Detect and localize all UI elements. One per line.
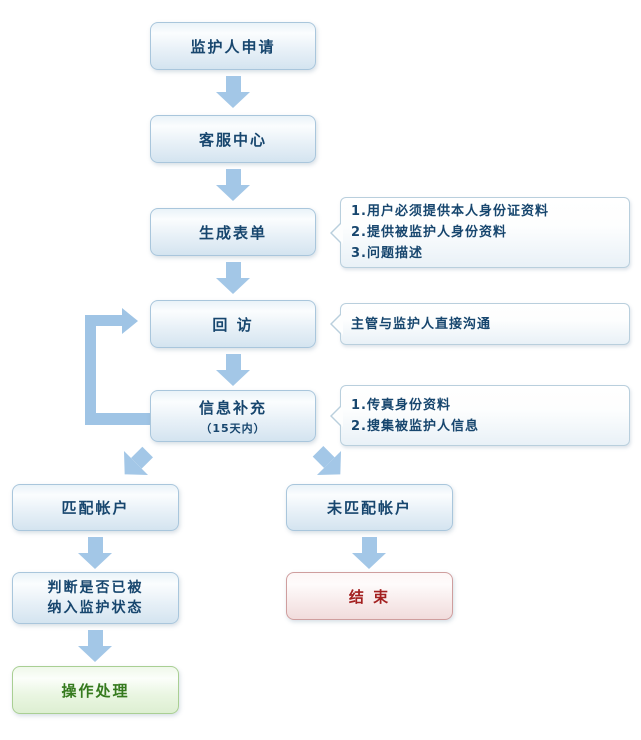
callout-form-note-line: 2.提供被监护人身份资料 [351,225,507,240]
node-generate-form: 生成表单 [150,208,316,256]
node-operation: 操作处理 [12,666,179,714]
loop-back-arrow-icon [85,308,150,426]
node-guardian-apply: 监护人申请 [150,22,316,70]
arrow-down-left-icon [112,440,160,487]
callout-supplement-note: 1.传真身份资料 2.搜集被监护人信息 [330,385,630,446]
node-judge-status-line: 判断是否已被 [47,580,144,596]
arrow-down-icon [216,76,250,108]
node-operation-label: 操作处理 [61,681,130,700]
node-info-supplement-sublabel: （15天内） [200,421,266,435]
node-matched-account: 匹配帐户 [12,484,179,531]
callout-form-note-line: 3.问题描述 [351,246,423,261]
node-guardian-apply-label: 监护人申请 [190,37,276,56]
node-service-center: 客服中心 [150,115,316,163]
arrow-down-icon [352,537,386,569]
node-info-supplement: 信息补充 （15天内） [150,390,316,442]
node-callback-label: 回 访 [212,315,254,334]
node-unmatched-account: 未匹配帐户 [286,484,453,531]
callout-supplement-note-line: 1.传真身份资料 [351,397,451,413]
arrow-down-icon [216,262,250,294]
arrow-down-icon [216,354,250,386]
node-unmatched-account-label: 未匹配帐户 [326,499,412,517]
arrow-down-right-icon [306,440,353,487]
callout-callback-note-line: 主管与监护人直接沟通 [351,316,492,332]
node-generate-form-label: 生成表单 [198,223,267,242]
arrow-down-icon [78,630,112,662]
arrow-down-icon [78,537,112,569]
node-end-label: 结 束 [348,587,391,606]
node-judge-status-line: 纳入监护状态 [47,600,144,616]
node-matched-account-label: 匹配帐户 [61,499,130,517]
node-judge-status: 判断是否已被 纳入监护状态 [12,572,179,624]
node-end: 结 束 [286,572,453,620]
callout-form-note-line: 1.用户必须提供本人身份证资料 [351,204,549,219]
arrow-down-icon [216,169,250,201]
node-callback: 回 访 [150,300,316,348]
callout-supplement-note-line: 2.搜集被监护人信息 [351,418,479,434]
callout-form-note: 1.用户必须提供本人身份证资料 2.提供被监护人身份资料 3.问题描述 [330,197,630,268]
node-info-supplement-label: 信息补充 [198,398,267,417]
callout-callback-note: 主管与监护人直接沟通 [330,303,630,345]
node-service-center-label: 客服中心 [198,130,267,149]
